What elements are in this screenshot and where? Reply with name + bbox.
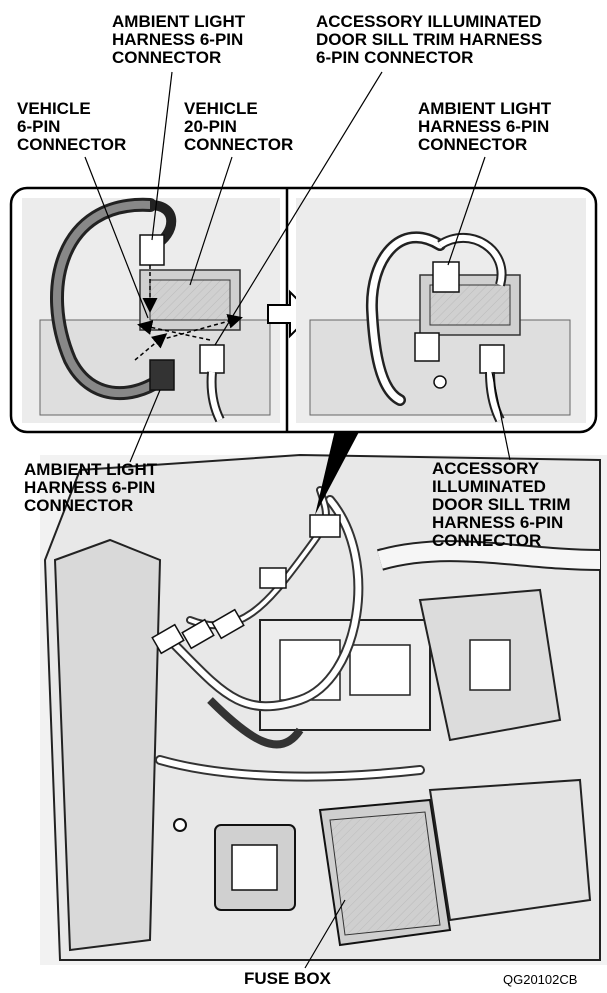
label-line: AMBIENT LIGHT	[418, 99, 552, 118]
vehicle-6pin-connector-label: VEHICLE 6-PIN CONNECTOR	[17, 100, 126, 154]
label-line: AMBIENT LIGHT	[112, 12, 246, 31]
label-line: DOOR SILL TRIM HARNESS	[316, 30, 543, 49]
vehicle-20pin-connector-label: VEHICLE 20-PIN CONNECTOR	[184, 100, 293, 154]
label-line: 6-PIN	[17, 117, 61, 136]
accessory-door-sill-connector-label-top: ACCESSORY ILLUMINATED DOOR SILL TRIM HAR…	[316, 13, 542, 67]
label-line: ACCESSORY ILLUMINATED	[316, 12, 542, 31]
label-line: ILLUMINATED	[432, 477, 546, 496]
label-line: ACCESSORY	[432, 459, 540, 478]
fuse-box-illustration	[318, 798, 452, 947]
label-line: DOOR SILL TRIM	[432, 495, 571, 514]
label-line: CONNECTOR	[184, 135, 294, 154]
label-line: 20-PIN	[184, 117, 237, 136]
label-line: VEHICLE	[184, 99, 258, 118]
label-line: CONNECTOR	[112, 48, 222, 67]
label-line: AMBIENT LIGHT	[24, 460, 158, 479]
ambient-light-connector-label-bottom-left: AMBIENT LIGHT HARNESS 6-PIN CONNECTOR	[24, 461, 157, 515]
label-line: 6-PIN CONNECTOR	[316, 48, 474, 67]
figure-code: QG20102CB	[503, 972, 578, 987]
leader-lines	[84, 71, 511, 969]
label-line: HARNESS 6-PIN	[112, 30, 244, 49]
label-line: CONNECTOR	[17, 135, 127, 154]
right-detail-panel	[296, 198, 586, 423]
main-dashboard-illustration	[40, 453, 607, 965]
ambient-light-connector-label-right: AMBIENT LIGHT HARNESS 6-PIN CONNECTOR	[418, 100, 551, 154]
accessory-door-sill-connector-label-right: ACCESSORY ILLUMINATED DOOR SILL TRIM HAR…	[432, 460, 571, 550]
fuse-box-label: FUSE BOX	[244, 969, 331, 988]
label-line: CONNECTOR	[432, 531, 542, 550]
label-line: HARNESS 6-PIN	[418, 117, 550, 136]
label-line: CONNECTOR	[418, 135, 528, 154]
label-line: VEHICLE	[17, 99, 91, 118]
label-line: HARNESS 6-PIN	[24, 478, 156, 497]
label-line: CONNECTOR	[24, 496, 134, 515]
ambient-light-connector-label-top: AMBIENT LIGHT HARNESS 6-PIN CONNECTOR	[112, 13, 245, 67]
left-detail-panel	[22, 197, 280, 423]
label-line: HARNESS 6-PIN	[432, 513, 564, 532]
